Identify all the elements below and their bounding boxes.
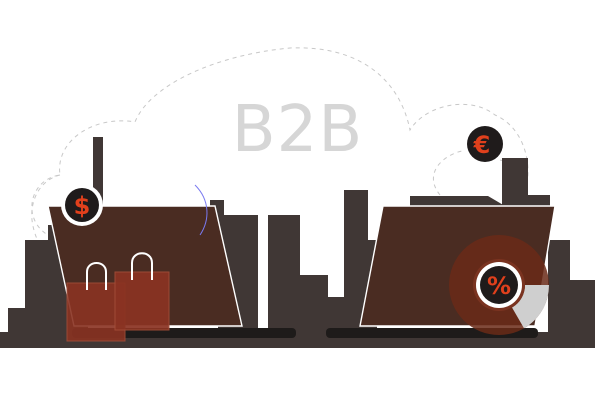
percent-symbol: % <box>487 272 511 300</box>
euro-coin-icon: € <box>463 122 507 166</box>
shopping-bag-icon <box>66 252 170 342</box>
dollar-symbol: $ <box>74 192 91 220</box>
dollar-coin-icon: $ <box>61 184 103 226</box>
percent-icon: % <box>476 262 522 308</box>
b2b-headline: B2B <box>231 93 364 167</box>
euro-symbol: € <box>473 131 491 159</box>
left-laptop-cable <box>194 184 208 236</box>
discount-ring-highlight <box>512 285 549 329</box>
